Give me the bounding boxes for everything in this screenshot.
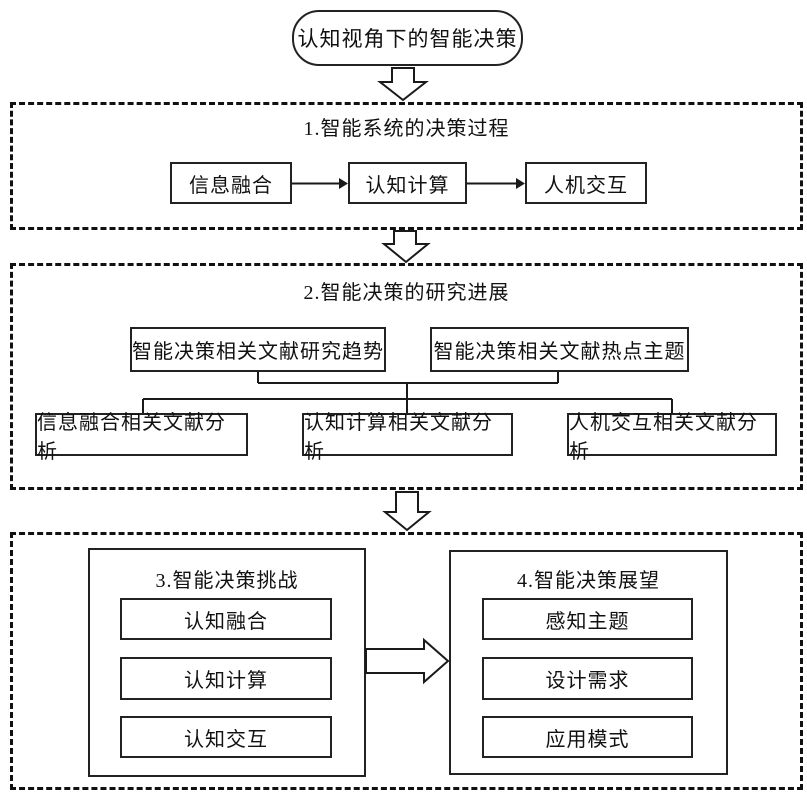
box-information-fusion-label: 信息融合 [189, 174, 273, 197]
box-human-computer-interaction-label: 人机交互 [544, 174, 628, 197]
box-design-requirements: 设计需求 [482, 657, 693, 700]
outlook-group-title: 4.智能决策展望 [517, 570, 660, 592]
box-cognitive-fusion: 认知融合 [120, 598, 332, 640]
box-info-fusion-literature-analysis: 信息融合相关文献分析 [35, 412, 248, 463]
box-hci-literature-analysis: 人机交互相关文献分析 [567, 412, 777, 463]
box-literature-research-trends-label: 智能决策相关文献研究趋势 [132, 341, 384, 363]
root-node: 认知视角下的智能决策 [292, 10, 523, 66]
box-cognitive-computing-literature-analysis: 认知计算相关文献分析 [302, 412, 513, 463]
section-1-title: 1.智能系统的决策过程 [303, 118, 510, 140]
box-cognitive-computing-literature-analysis-label: 认知计算相关文献分析 [304, 411, 493, 463]
down-arrow-1-icon [377, 67, 429, 102]
box-cognitive-fusion-label: 认知融合 [184, 610, 268, 633]
box-perception-theme-label: 感知主题 [545, 610, 630, 633]
root-node-label: 认知视角下的智能决策 [297, 27, 518, 51]
box-literature-hot-topics: 智能决策相关文献热点主题 [430, 327, 689, 372]
box-literature-research-trends: 智能决策相关文献研究趋势 [130, 327, 386, 372]
box-cognitive-interaction: 认知交互 [120, 716, 332, 758]
section-1-panel [10, 102, 803, 230]
down-arrow-2-icon [381, 230, 431, 264]
section-2-title: 2.智能决策的研究进展 [303, 282, 510, 304]
down-arrow-3-icon [382, 491, 432, 532]
section-3-panel [10, 532, 803, 790]
box-cognitive-interaction-label: 认知交互 [184, 728, 268, 751]
box-info-fusion-literature-analysis-label: 信息融合相关文献分析 [37, 411, 226, 463]
box-cognitive-computing: 认知计算 [348, 162, 467, 204]
box-application-mode: 应用模式 [482, 716, 693, 758]
challenges-group-title: 3.智能决策挑战 [155, 570, 299, 592]
box-design-requirements-label: 设计需求 [545, 670, 630, 692]
box-cognitive-computing-label: 认知计算 [365, 174, 450, 197]
box-literature-hot-topics-label: 智能决策相关文献热点主题 [433, 341, 686, 363]
box-information-fusion: 信息融合 [170, 162, 292, 204]
box-perception-theme: 感知主题 [482, 598, 693, 640]
box-application-mode-label: 应用模式 [545, 728, 630, 751]
box-cognitive-computing-challenge-label: 认知计算 [184, 670, 268, 692]
box-human-computer-interaction: 人机交互 [525, 162, 647, 204]
box-cognitive-computing-challenge: 认知计算 [120, 657, 332, 700]
section-2-panel [10, 263, 803, 490]
box-hci-literature-analysis-label: 人机交互相关文献分析 [569, 411, 758, 463]
